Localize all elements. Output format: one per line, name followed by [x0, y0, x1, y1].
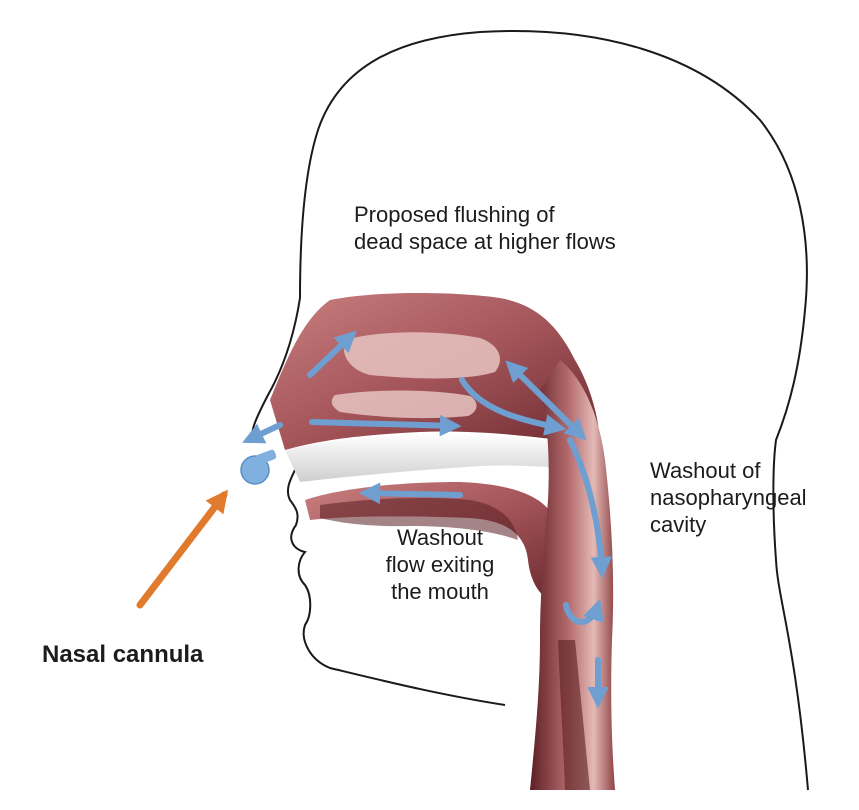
- nasal-cannula-label: Nasal cannula: [42, 641, 302, 668]
- flushing-label-line-2: dead space at higher flows: [354, 228, 734, 255]
- mouth-flow-label-line-1: Washout: [360, 524, 520, 551]
- nasopharyngeal-label-line-1: Washout of: [650, 457, 850, 484]
- nasopharyngeal-label: Washout of nasopharyngeal cavity: [650, 457, 850, 538]
- cannula-pointer-arrow: [140, 495, 224, 605]
- mouth-flow-label-line-3: the mouth: [360, 578, 520, 605]
- nasopharyngeal-label-line-3: cavity: [650, 511, 850, 538]
- flushing-label: Proposed flushing of dead space at highe…: [354, 201, 734, 255]
- flow-arrow-mouth: [365, 493, 460, 495]
- mouth-flow-label-line-2: flow exiting: [360, 551, 520, 578]
- flow-arrow-nasal-floor: [312, 422, 455, 426]
- flushing-label-line-1: Proposed flushing of: [354, 201, 734, 228]
- nasopharyngeal-label-line-2: nasopharyngeal: [650, 484, 850, 511]
- mouth-flow-label: Washout flow exiting the mouth: [360, 524, 520, 605]
